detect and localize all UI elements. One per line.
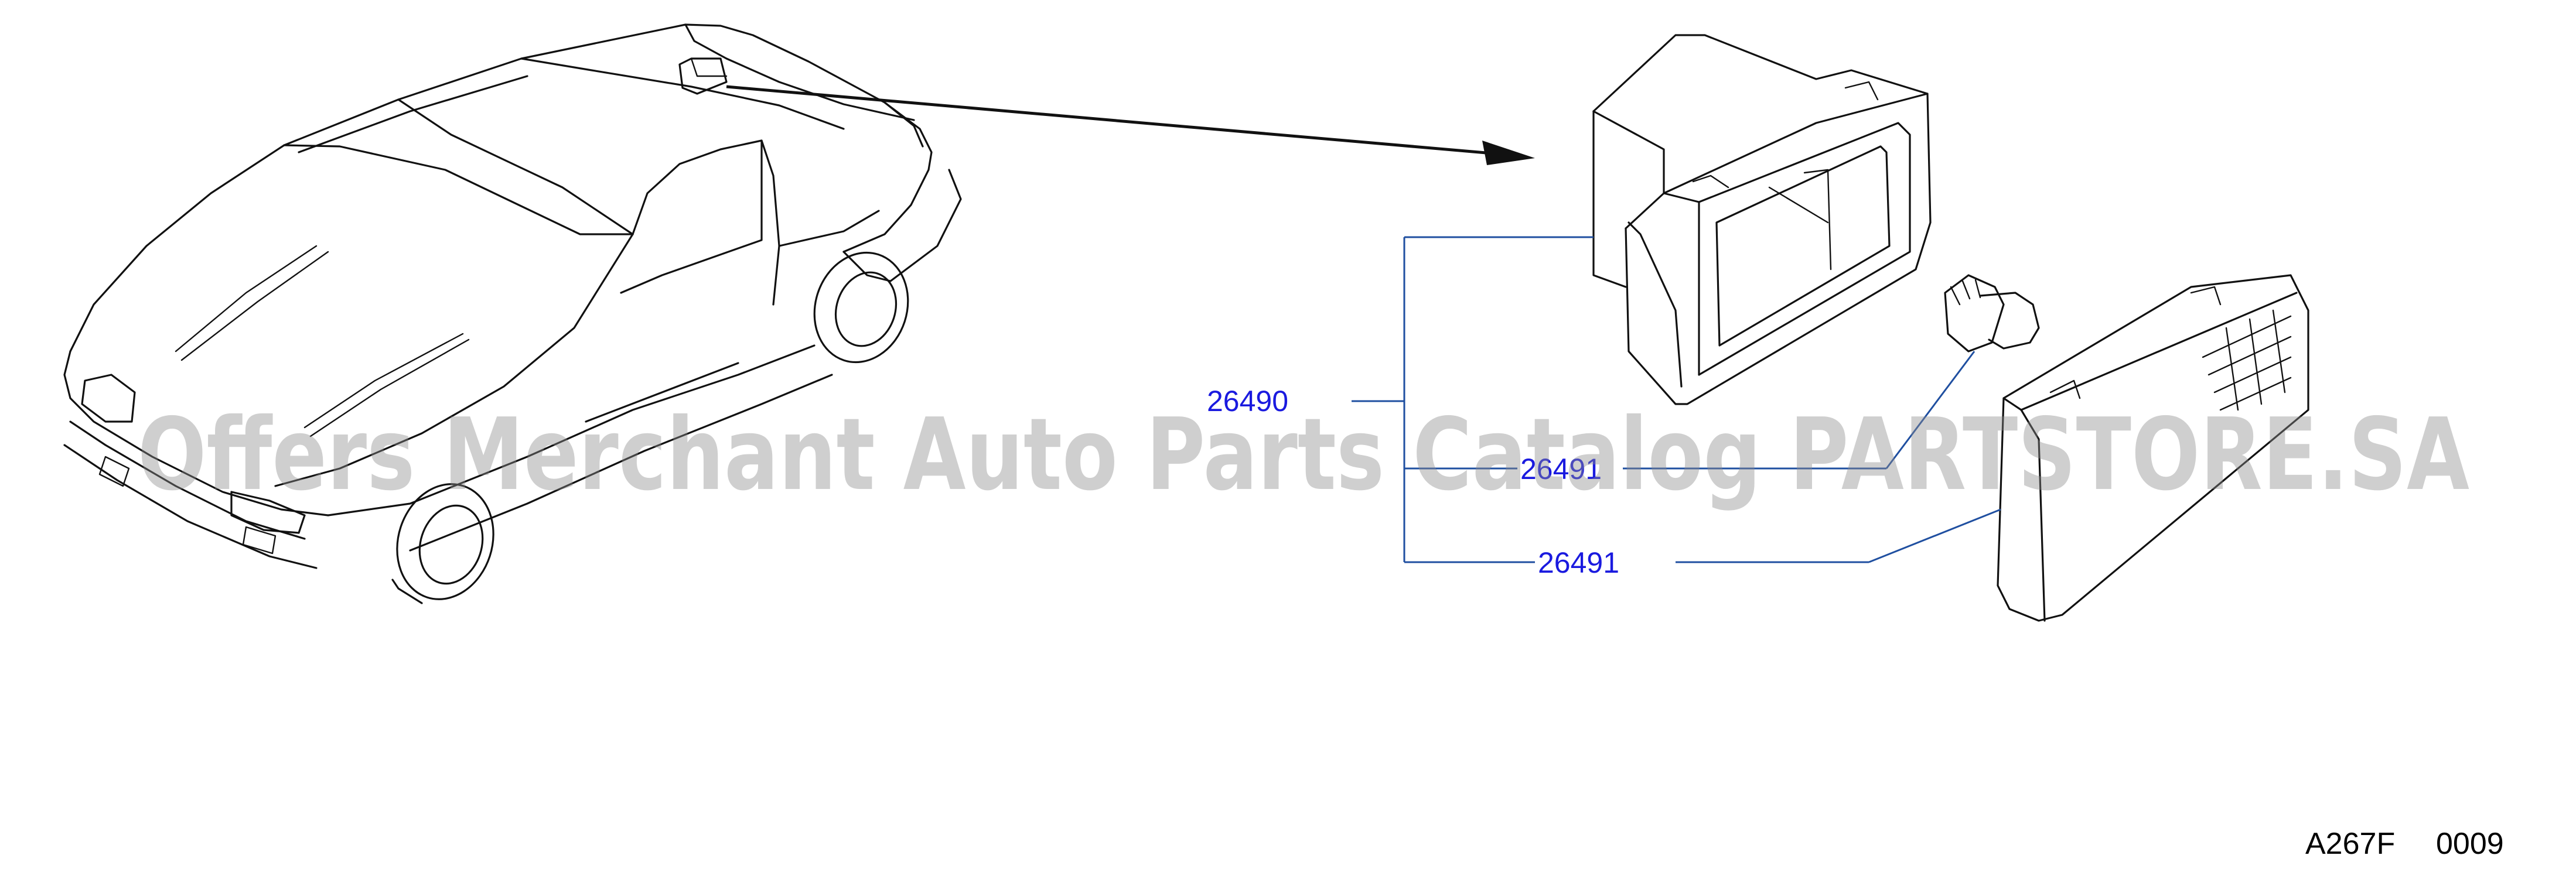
lamp-housing bbox=[1592, 34, 1932, 405]
car-illustration bbox=[63, 23, 962, 604]
lamp-lens bbox=[1997, 274, 2309, 622]
diagram-sheet: 0009 bbox=[2436, 827, 2504, 861]
pointer-arrow bbox=[726, 85, 1535, 165]
callout-26490[interactable]: 26490 bbox=[1207, 385, 1288, 418]
callout-26491-bulb[interactable]: 26491 bbox=[1520, 453, 1602, 485]
watermark-text: Offers Merchant Auto Parts Catalog PARTS… bbox=[138, 397, 2469, 513]
lamp-bulb bbox=[1944, 274, 2040, 353]
diagram-code: A267F bbox=[2305, 827, 2395, 861]
callout-26491-lens[interactable]: 26491 bbox=[1538, 546, 1619, 579]
leader-lines bbox=[1352, 236, 2001, 563]
